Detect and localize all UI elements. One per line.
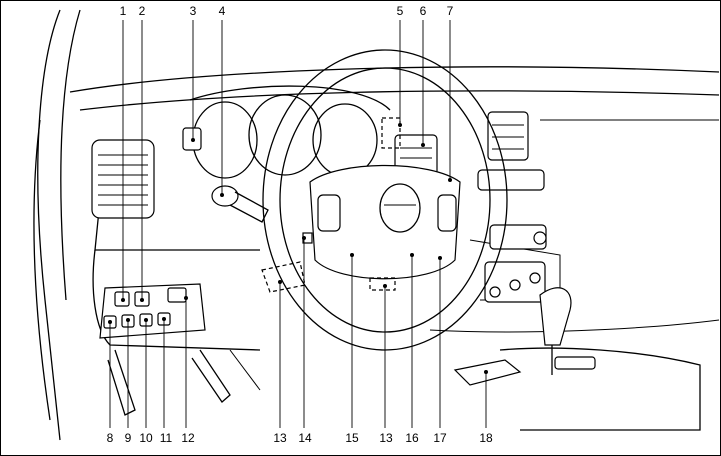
callout-5: 5 (397, 4, 404, 18)
callout-7: 7 (447, 4, 454, 18)
windshield-pillar (34, 10, 80, 440)
callout-2: 2 (139, 4, 146, 18)
callout-17: 17 (433, 431, 447, 445)
callout-6: 6 (420, 4, 427, 18)
callout-13-right: 13 (379, 431, 393, 445)
callout-13-left: 13 (273, 431, 287, 445)
lower-switch-panel (100, 284, 205, 338)
callout-15: 15 (345, 431, 359, 445)
callout-16: 16 (405, 431, 419, 445)
callout-11: 11 (160, 431, 173, 445)
callout-8: 8 (107, 431, 114, 445)
callout-12: 12 (181, 431, 195, 445)
callout-14: 14 (298, 431, 312, 445)
pedals (108, 350, 260, 415)
callout-10: 10 (139, 431, 153, 445)
callout-4: 4 (219, 4, 226, 18)
callout-1: 1 (120, 4, 127, 18)
callout-9: 9 (125, 431, 132, 445)
shift-lever (500, 288, 700, 430)
callout-3: 3 (190, 4, 197, 18)
callout-18: 18 (479, 431, 493, 445)
instrument-cluster (190, 86, 390, 178)
combination-switch-stalk (212, 186, 268, 222)
